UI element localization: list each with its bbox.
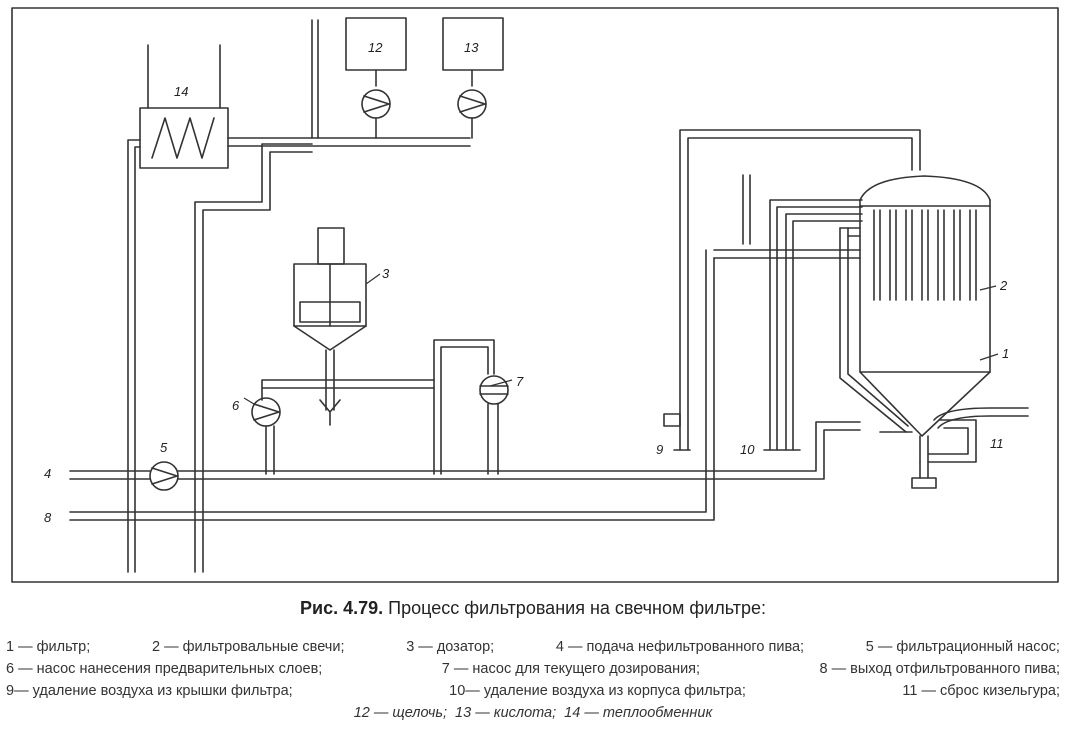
chemical-line [227,137,471,147]
pump-acid [457,89,487,119]
figure-legend: 1 — фильтр; 2 — фильтровальные свечи; 3 … [6,636,1060,724]
legend-item: 9— удаление воздуха из крышки фильтра; [6,683,293,699]
legend-item: 11 — сброс кизельгура; [902,683,1060,699]
legend-item: 6 — насос нанесения предварительных слое… [6,661,323,677]
legend-item: 13 — кислота; [455,705,557,721]
label-14: 14 [174,84,188,99]
legend-item: 12 — щелочь; [353,705,448,721]
label-12: 12 [368,40,383,55]
label-6: 6 [232,398,240,413]
feed-line-main [177,421,861,480]
pump-filtration [149,461,179,491]
legend-item: 3 — дозатор; [406,639,495,655]
sludge-discharge [879,419,977,463]
label-7: 7 [516,374,524,389]
label-3: 3 [382,266,390,281]
discharge-valve [911,477,937,489]
feed-line [69,470,151,480]
precoat-line [261,379,435,401]
outlet-line [69,249,715,521]
legend-item: 1 — фильтр; [6,639,91,655]
return-line-right [194,143,313,573]
figure-caption: Рис. 4.79. Процесс фильтрования на свечн… [0,598,1066,619]
pump-dosing [479,375,509,405]
label-10: 10 [740,442,755,457]
vent-riser [742,174,751,245]
legend-item: 10— удаление воздуха из корпуса фильтра; [449,683,746,699]
legend-item: 4 — подача нефильтрованного пива; [555,639,805,655]
filter-outlet [933,407,1029,429]
figure-number: Рис. 4.79. [300,598,384,618]
frame-border [11,7,1059,583]
label-9: 9 [656,442,663,457]
legend-item: 5 — фильтрационный насос; [865,639,1060,655]
legend-item: 7 — насос для текущего дозирования; [441,661,701,677]
legend-row-4: 12 — щелочь; 13 — кислота; 14 — теплообм… [6,702,1060,724]
dosing-loop [433,339,495,475]
heat-exchanger [139,107,229,169]
upper-loop-inner [713,249,861,259]
figure-title: Процесс фильтрования на свечном фильтре: [388,598,766,618]
label-1: 1 [1002,346,1009,361]
label-4: 4 [44,466,51,481]
doser [293,227,367,426]
legend-row-1: 1 — фильтр; 2 — фильтровальные свечи; 3 … [6,636,1060,658]
legend-item: 2 — фильтровальные свечи; [151,639,345,655]
pump-alkali [361,89,391,119]
label-5: 5 [160,440,168,455]
filter-vessel [839,175,991,437]
stack-pipe [147,44,221,109]
filtration-diagram: 1 2 3 4 5 6 7 8 9 10 11 12 13 14 [11,7,1059,583]
pump-precoat [251,397,281,427]
riser-top [311,19,319,139]
label-13: 13 [464,40,479,55]
vent-9-box [663,413,681,427]
label-8: 8 [44,510,52,525]
label-2: 2 [999,278,1008,293]
legend-row-3: 9— удаление воздуха из крышки фильтра; 1… [6,680,1060,702]
upper-loop [679,129,921,451]
vent-10-pipes [769,199,863,451]
legend-row-2: 6 — насос нанесения предварительных слое… [6,658,1060,680]
tank-acid [442,17,504,71]
label-11: 11 [990,436,1004,451]
legend-item: 8 — выход отфильтрованного пива; [819,661,1060,677]
legend-item: 14 — теплообменник [564,705,713,721]
filter-candles [873,209,977,301]
return-line [127,139,141,573]
